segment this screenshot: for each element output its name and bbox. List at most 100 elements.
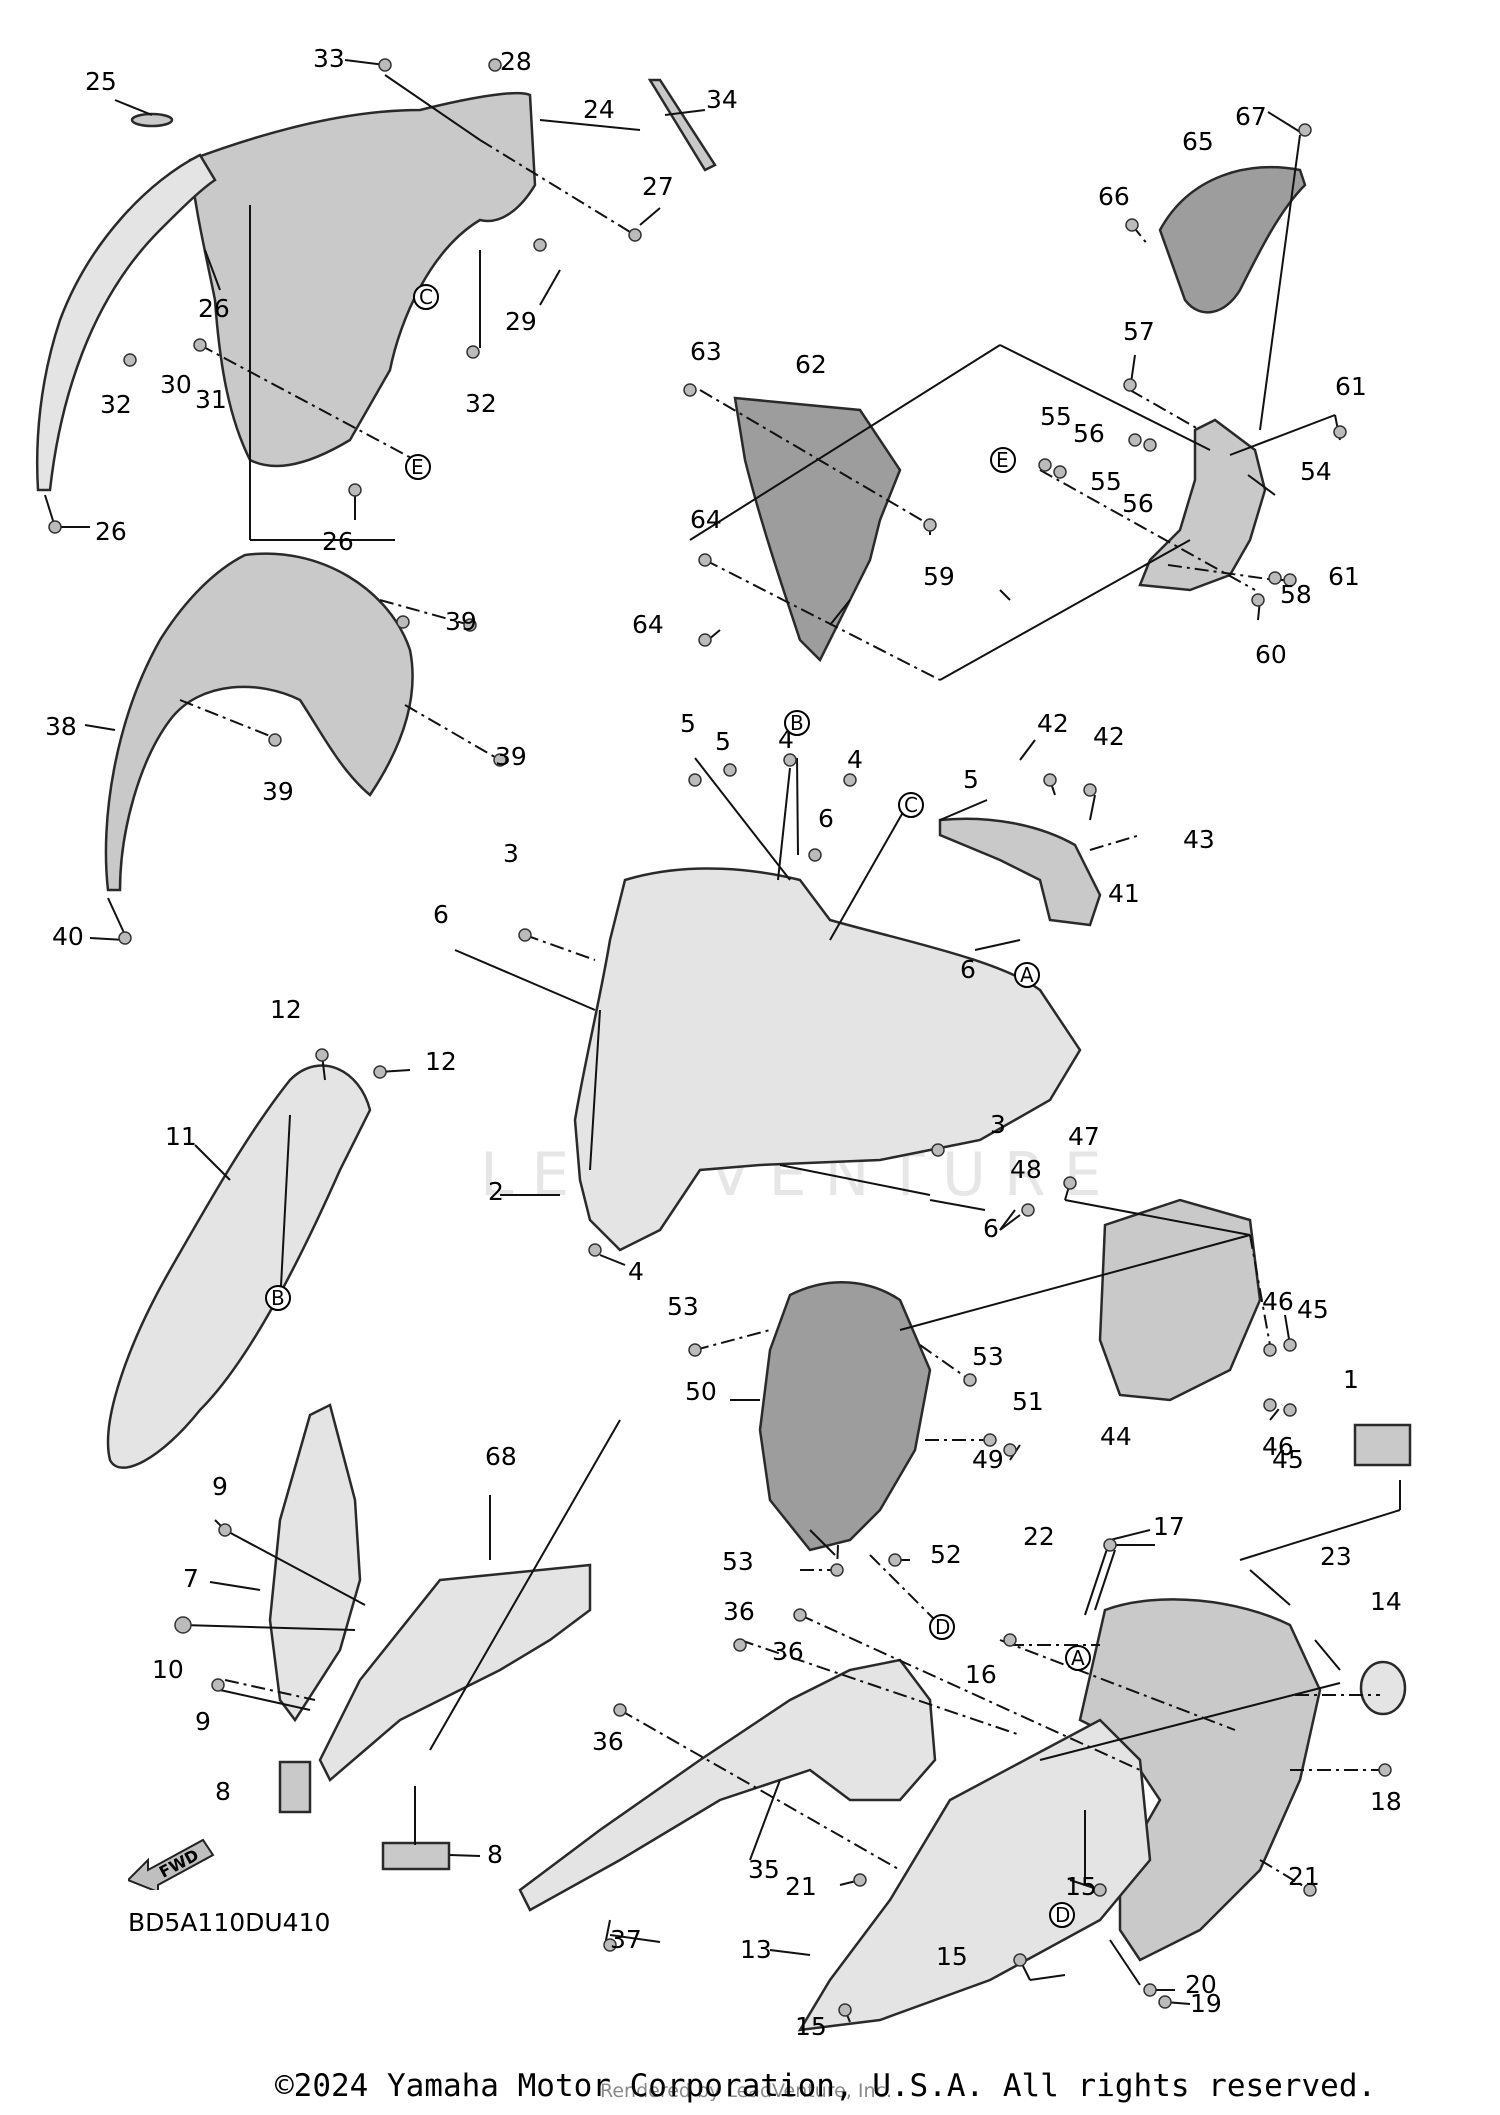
callout: 3: [990, 1110, 1006, 1139]
callout: 4: [628, 1257, 644, 1286]
callout: 8: [487, 1840, 503, 1869]
callout: 29: [505, 307, 537, 336]
callout: 6: [818, 804, 834, 833]
callout: 57: [1123, 317, 1155, 346]
callout: 64: [690, 505, 722, 534]
ref-marker-d: D: [929, 1614, 955, 1640]
callout: 62: [795, 350, 827, 379]
part-25-shape: [130, 112, 174, 128]
callout: 33: [313, 44, 345, 73]
part-8-upper-shape: [278, 1760, 312, 1814]
callout: 10: [152, 1655, 184, 1684]
callout: 61: [1335, 372, 1367, 401]
callout: 55: [1040, 402, 1072, 431]
callout: 36: [772, 1637, 804, 1666]
callout: 27: [642, 172, 674, 201]
callout: 31: [195, 385, 227, 414]
callout: 16: [965, 1660, 997, 1689]
part-65-shape: [1158, 165, 1307, 314]
ref-marker-b: B: [265, 1285, 291, 1311]
callout: 22: [1023, 1522, 1055, 1551]
callout: 26: [322, 527, 354, 556]
callout: 28: [500, 47, 532, 76]
part-14-shape: [1359, 1660, 1407, 1716]
callout: 42: [1037, 709, 1069, 738]
callout: 8: [215, 1777, 231, 1806]
callout: 14: [1370, 1587, 1402, 1616]
part-50-shape: [758, 1281, 932, 1552]
reference-code: BD5A110DU410: [128, 1908, 331, 1937]
part-62-shape: [733, 396, 902, 663]
callout: 45: [1297, 1295, 1329, 1324]
svg-text:E: E: [996, 448, 1009, 472]
callout: 40: [52, 922, 84, 951]
copyright-notice: ©2024 Yamaha Motor Corporation, U.S.A. A…: [275, 2068, 1377, 2104]
callout: 32: [465, 389, 497, 418]
callout: 1: [1343, 1365, 1359, 1394]
fwd-arrow-icon: FWD: [128, 1838, 215, 1890]
callout: 26: [95, 517, 127, 546]
callout: 43: [1183, 825, 1215, 854]
callout: 35: [748, 1855, 780, 1884]
rendered-by-note: Rendered by LeadVenture, Inc.: [600, 2080, 893, 2102]
callout: 64: [632, 610, 664, 639]
part-68-shape: [318, 1563, 592, 1782]
callout: 46: [1262, 1287, 1294, 1316]
callout: 12: [425, 1047, 457, 1076]
callout: 21: [1288, 1862, 1320, 1891]
part-54-shape: [1138, 418, 1267, 592]
callout: 59: [923, 562, 955, 591]
callout: 23: [1320, 1542, 1352, 1571]
svg-text:D: D: [1055, 1903, 1070, 1927]
callout: 5: [680, 709, 696, 738]
callout: 53: [972, 1342, 1004, 1371]
callout: 36: [592, 1727, 624, 1756]
callout: 5: [715, 727, 731, 756]
callout: 49: [972, 1445, 1004, 1474]
callout: 52: [930, 1540, 962, 1569]
svg-text:A: A: [1071, 1646, 1085, 1670]
ref-markers: C E E B C A B D A D: [265, 284, 1091, 1928]
callout: 38: [45, 712, 77, 741]
callout: 6: [983, 1214, 999, 1243]
svg-text:E: E: [411, 455, 424, 479]
part-34-shape: [647, 78, 717, 172]
part-13-shape: [797, 1718, 1152, 2032]
callout: 25: [85, 67, 117, 96]
part-38-shape: [104, 552, 414, 892]
callout: 3: [503, 839, 519, 868]
callout: 15: [795, 2012, 827, 2041]
callout: 12: [270, 995, 302, 1024]
callout: 63: [690, 337, 722, 366]
callout: 5: [963, 765, 979, 794]
callout: 19: [1190, 1989, 1222, 2018]
svg-text:B: B: [790, 711, 804, 735]
callout-labels: 33 28 25 24 34 27 26 29 32 30 31 26 26 3…: [45, 44, 1402, 2041]
callout: 7: [183, 1564, 199, 1593]
callout: 36: [723, 1597, 755, 1626]
part-8-lower-shape: [381, 1841, 451, 1871]
ref-marker-c: C: [413, 284, 439, 310]
callout: 67: [1235, 102, 1267, 131]
part-41-shape: [938, 817, 1102, 927]
callout: 47: [1068, 1122, 1100, 1151]
callout: 20: [1185, 1970, 1217, 1999]
callout: 50: [685, 1377, 717, 1406]
part-11-shape: [106, 1064, 372, 1469]
callout: 4: [847, 745, 863, 774]
callout: 45: [1272, 1445, 1304, 1474]
callout: 56: [1122, 489, 1154, 518]
callout: 17: [1153, 1512, 1185, 1541]
callout: 56: [1073, 419, 1105, 448]
svg-text:A: A: [1020, 963, 1034, 987]
callout: 2: [488, 1177, 504, 1206]
ref-marker-c: C: [898, 792, 924, 818]
callout: 53: [667, 1292, 699, 1321]
fwd-label: FWD: [156, 1845, 202, 1881]
callout: 26: [198, 294, 230, 323]
callout: 54: [1300, 457, 1332, 486]
callout: 6: [433, 900, 449, 929]
callout: 65: [1182, 127, 1214, 156]
callout: 9: [212, 1472, 228, 1501]
callout: 15: [1065, 1872, 1097, 1901]
